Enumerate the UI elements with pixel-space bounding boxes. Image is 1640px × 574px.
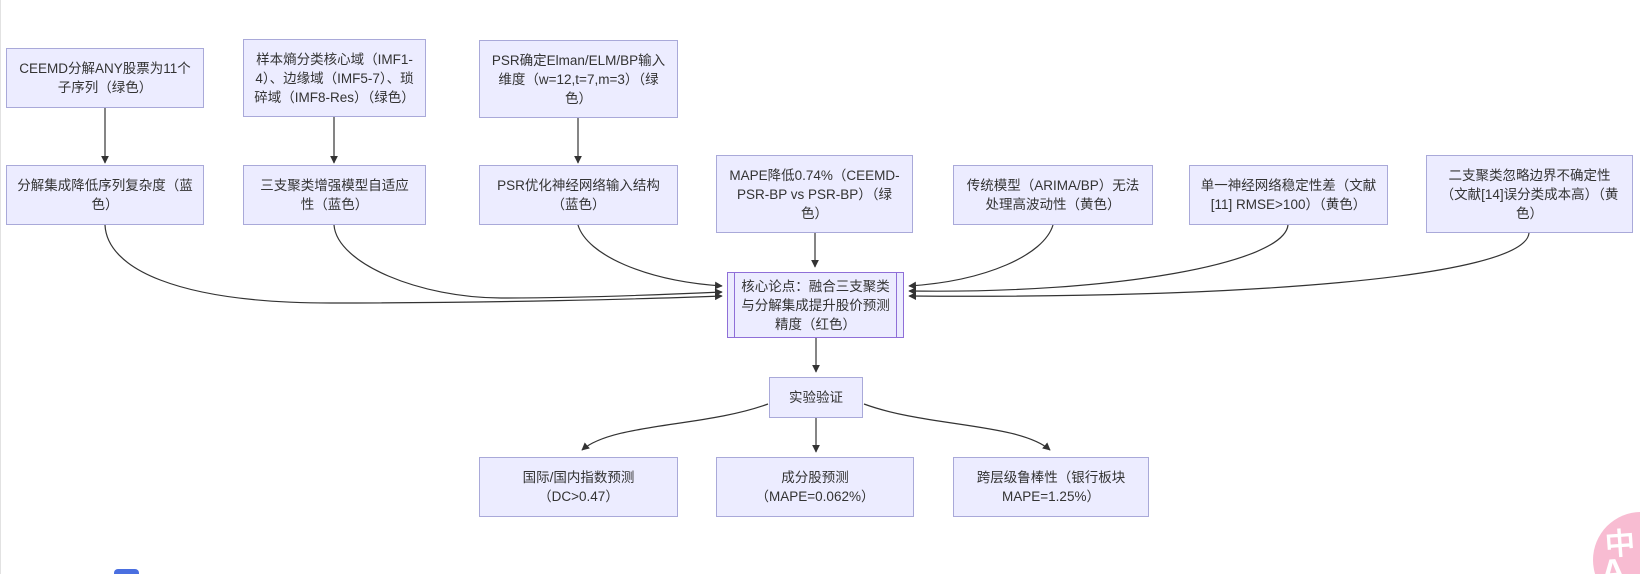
- edge-traditional-to-core: [908, 224, 1054, 290]
- node-sample-entropy: 样本熵分类核心域（IMF1-4）、边缘域（IMF5-7）、琐碎域（IMF8-Re…: [243, 39, 426, 117]
- node-two-way-boundary: 二支聚类忽略边界不确定性（文献[14]误分类成本高）（黄色）: [1426, 155, 1633, 233]
- node-three-way-adaptive: 三支聚类增强模型自适应性（蓝色）: [243, 165, 426, 225]
- edge-singlenn-to-core: [908, 224, 1289, 296]
- node-experiment: 实验验证: [769, 377, 863, 418]
- node-ceemd-decompose: CEEMD分解ANY股票为11个子序列（绿色）: [6, 48, 204, 108]
- edge-adaptive-to-core: [333, 224, 723, 299]
- edge-experiment-to-index: [581, 403, 769, 451]
- node-psr-dimension: PSR确定Elman/ELM/BP输入维度（w=12,t=7,m=3）（绿色）: [479, 40, 678, 118]
- edge-experiment-to-robustness: [863, 403, 1051, 451]
- node-traditional-limit: 传统模型（ARIMA/BP）无法处理高波动性（黄色）: [953, 165, 1153, 225]
- node-robustness: 跨层级鲁棒性（银行板块MAPE=1.25%）: [953, 457, 1149, 517]
- edge-twoway-to-core: [908, 232, 1530, 300]
- node-core-thesis: 核心论点：融合三支聚类与分解集成提升股价预测精度（红色）: [727, 272, 904, 338]
- edge-complexity-to-core: [104, 224, 723, 304]
- node-mape-improvement: MAPE降低0.74%（CEEMD-PSR-BP vs PSR-BP）（绿色）: [716, 155, 913, 233]
- node-constituent-forecast: 成分股预测（MAPE=0.062%）: [716, 457, 914, 517]
- edge-structure-to-core: [577, 224, 723, 290]
- node-single-nn-unstable: 单一神经网络稳定性差（文献[11] RMSE>100）（黄色）: [1189, 165, 1388, 225]
- node-index-forecast: 国际/国内指数预测（DC>0.47）: [479, 457, 678, 517]
- node-psr-structure: PSR优化神经网络输入结构（蓝色）: [479, 165, 678, 225]
- bottom-edge-partial-element: [114, 569, 139, 574]
- node-decomp-complexity: 分解集成降低序列复杂度（蓝色）: [6, 165, 204, 225]
